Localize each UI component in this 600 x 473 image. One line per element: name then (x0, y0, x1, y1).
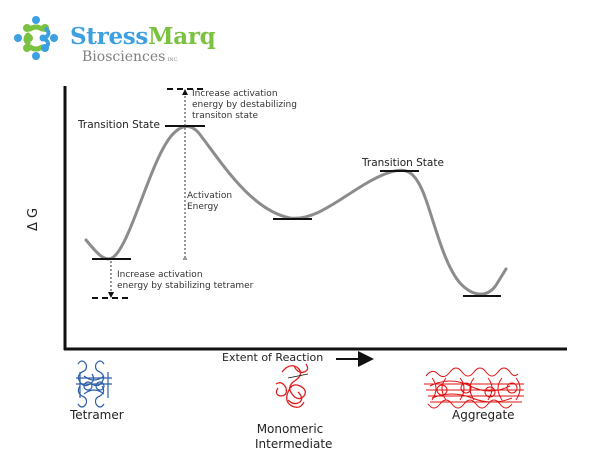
x-axis-label: Extent of Reaction (222, 351, 324, 364)
aggregate-structure-icon (424, 367, 524, 409)
activation-energy-annotation: Activation Energy (187, 191, 233, 212)
logo-wordmark: StressMarq (70, 23, 216, 50)
axes (63, 86, 567, 351)
destabilize-annotation: Increase activation energy by destabiliz… (192, 89, 297, 121)
stabilize-annotation: Increase activation energy by stabilizin… (117, 270, 254, 291)
tetramer-structure-icon (76, 360, 112, 408)
monomeric-intermediate-structure-icon (275, 363, 309, 408)
monomeric-intermediate-label: Monomeric Intermediate (255, 422, 333, 451)
molecule-logo-icon (14, 16, 58, 60)
tetramer-label: Tetramer (70, 408, 124, 422)
aggregate-label: Aggregate (452, 408, 515, 422)
transition-state-2-label: Transition State (362, 157, 444, 169)
annotation-arrows (108, 89, 188, 298)
delta-g-axis-label: Δ G (26, 207, 42, 232)
energy-curve (84, 124, 508, 296)
transition-state-1-label: Transition State (78, 119, 160, 131)
